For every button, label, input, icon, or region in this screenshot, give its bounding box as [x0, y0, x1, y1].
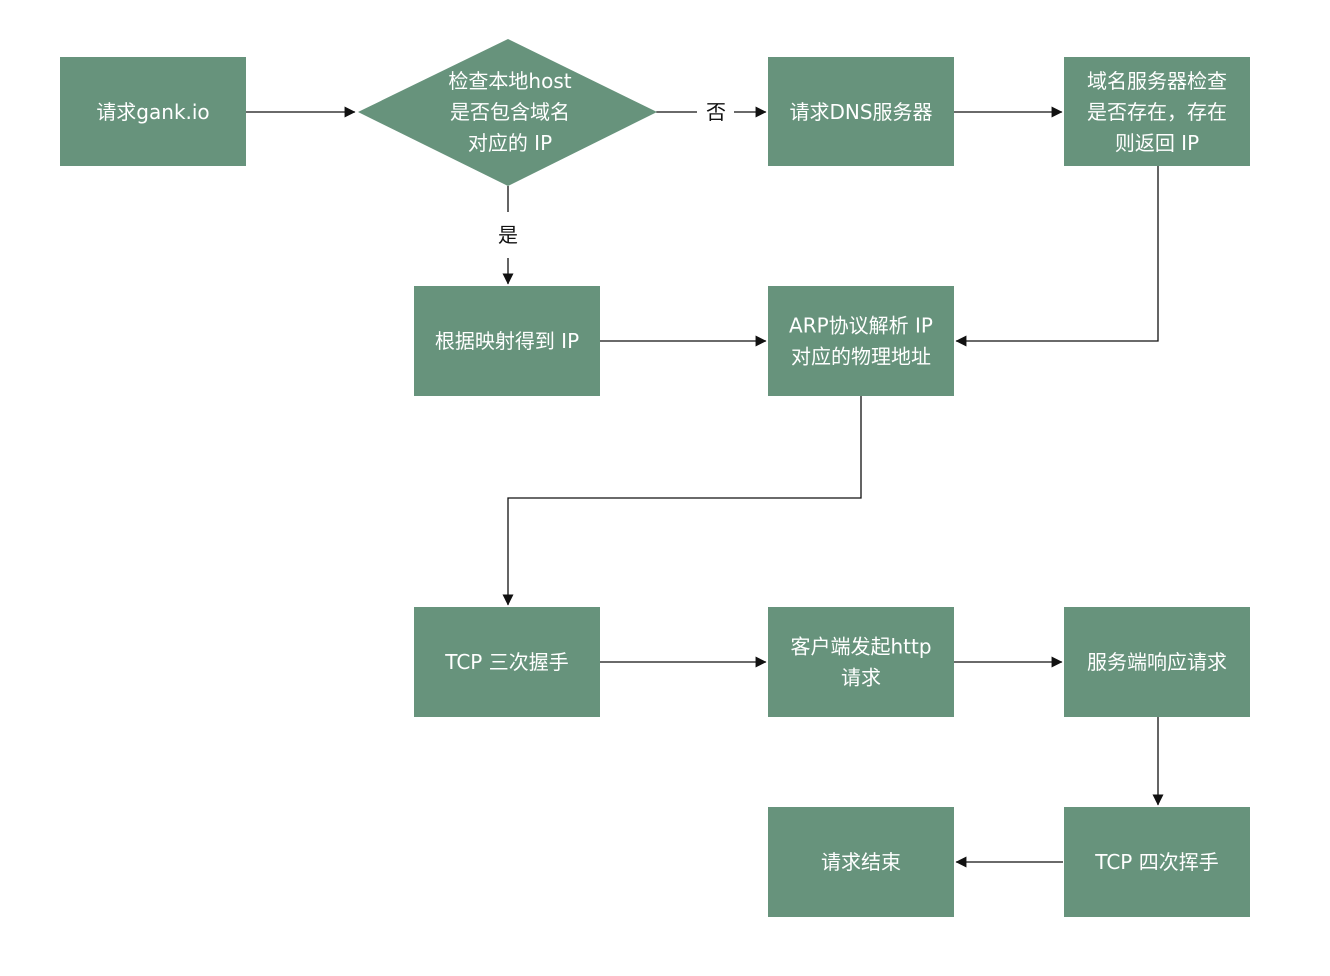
node-label-line: 请求	[841, 666, 881, 690]
node-label-line: 请求gank.io	[96, 100, 209, 124]
node-request-dns: 请求DNS服务器	[768, 57, 954, 166]
node-request-gank: 请求gank.io	[60, 57, 246, 166]
edge-label-yes: 是	[498, 223, 518, 247]
node-label-line: 服务端响应请求	[1087, 650, 1227, 674]
node-label-line: 是否存在，存在	[1087, 100, 1227, 124]
svg-text:域名服务器检查是否存在，存在则返回 IP: 域名服务器检查是否存在，存在则返回 IP	[1087, 69, 1227, 155]
node-arp: ARP协议解析 IP 对应的物理地址	[768, 286, 954, 396]
node-label-line: 则返回 IP	[1115, 131, 1199, 155]
node-tcp-handshake: TCP 三次握手	[414, 607, 600, 717]
node-label-line: 是否包含域名	[450, 100, 570, 124]
node-map-ip: 根据映射得到 IP	[414, 286, 600, 396]
node-tcp-wave: TCP 四次挥手	[1064, 807, 1250, 917]
edges	[246, 112, 1164, 868]
svg-text:TCP 三次握手: TCP 三次握手	[444, 650, 568, 674]
node-label-line: 请求结束	[821, 850, 901, 874]
edge-labels: 否 是	[498, 100, 726, 247]
node-label-line: 检查本地host	[448, 69, 571, 93]
node-label-line: 对应的 IP	[468, 131, 552, 155]
node-client-http: 客户端发起http 请求	[768, 607, 954, 717]
svg-text:请求gank.io: 请求gank.io	[96, 100, 209, 124]
node-label-line: TCP 四次挥手	[1094, 850, 1218, 874]
node-label-line: 对应的物理地址	[791, 345, 931, 369]
node-label-line: 域名服务器检查	[1087, 69, 1227, 93]
svg-text:TCP 四次挥手: TCP 四次挥手	[1094, 850, 1218, 874]
node-dns-check: 域名服务器检查是否存在，存在则返回 IP	[1064, 57, 1250, 166]
node-label-line: 请求DNS服务器	[789, 100, 932, 124]
svg-text:请求DNS服务器: 请求DNS服务器	[789, 100, 932, 124]
edge-label-no: 否	[706, 100, 726, 124]
node-label-line: 客户端发起http	[790, 635, 931, 659]
node-label-line: ARP协议解析 IP	[789, 314, 933, 338]
node-request-end: 请求结束	[768, 807, 954, 917]
svg-text:根据映射得到 IP: 根据映射得到 IP	[435, 329, 579, 353]
node-check-host-decision: 检查本地host 是否包含域名对应的 IP	[358, 39, 657, 186]
node-label-line: 根据映射得到 IP	[435, 329, 579, 353]
svg-text:请求结束: 请求结束	[821, 850, 901, 874]
svg-text:服务端响应请求: 服务端响应请求	[1087, 650, 1227, 674]
node-server-response: 服务端响应请求	[1064, 607, 1250, 717]
node-label-line: TCP 三次握手	[444, 650, 568, 674]
edge-dnscheck-to-arp	[955, 166, 1159, 347]
edge-arp-to-tcp	[502, 396, 862, 606]
